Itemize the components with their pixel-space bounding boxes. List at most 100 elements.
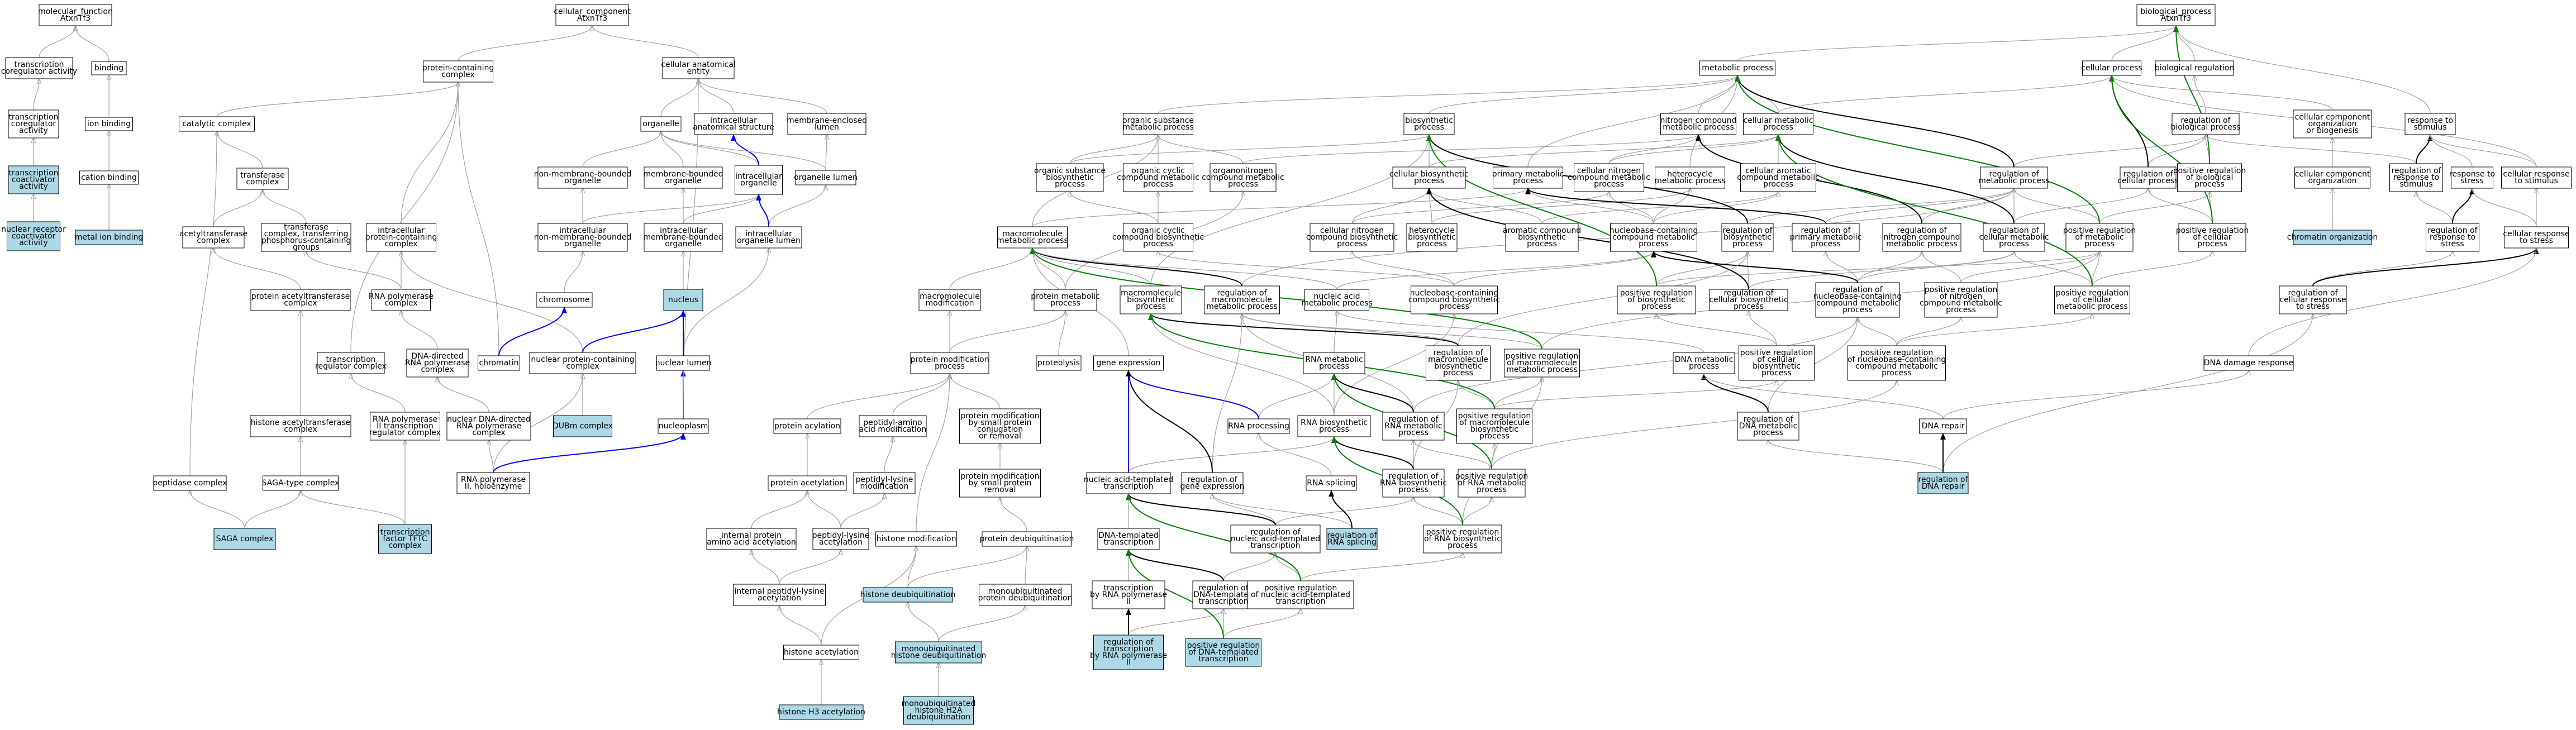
term-node-protein-deubiquitination[interactable]: protein deubiquitination <box>980 531 1074 547</box>
term-node-protein-acetylation[interactable]: protein acetylation <box>768 475 847 491</box>
term-node-ion-binding[interactable]: ion binding <box>85 117 133 131</box>
term-node-metal-ion-binding[interactable]: metal ion binding <box>75 230 144 245</box>
term-node-biological-regulation[interactable]: biological regulation <box>2155 60 2234 76</box>
term-node-protein-acylation[interactable]: protein acylation <box>773 418 841 434</box>
term-node-gene-expression[interactable]: gene expression <box>1093 355 1164 371</box>
term-node-catalytic-complex[interactable]: catalytic complex <box>179 116 255 132</box>
term-node-cellular-process[interactable]: cellular process <box>2081 60 2142 76</box>
term-node-cation-binding[interactable]: cation binding <box>79 170 139 185</box>
term-node-saga-complex[interactable]: SAGA complex <box>213 528 276 550</box>
term-node-binding[interactable]: binding <box>91 61 127 75</box>
term-node-histone-modification[interactable]: histone modification <box>875 531 957 547</box>
term-node-regulation-of-macromolecule-biosynthetic-process[interactable]: regulation ofmacromoleculebiosyntheticpr… <box>1426 345 1491 381</box>
term-node-nuclear-lumen[interactable]: nuclear lumen <box>655 355 712 371</box>
term-node-histone-acetylation[interactable]: histone acetylation <box>783 645 859 660</box>
term-node-intracellular-non-membrane-bounded-organelle[interactable]: intracellularnon-membrane-boundedorganel… <box>534 223 632 252</box>
term-node-proteolysis[interactable]: proteolysis <box>1036 355 1082 371</box>
term-node-dubm-complex[interactable]: DUBm complex <box>553 415 613 437</box>
term-node-dna-repair[interactable]: DNA repair <box>1919 418 1967 434</box>
term-node-saga-type-complex[interactable]: SAGA-type complex <box>262 475 340 491</box>
term-node-regulation-of-nucleobase-containing-compound-metabolic-process[interactable]: regulation ofnucleobase-containingcompou… <box>1813 282 1902 318</box>
